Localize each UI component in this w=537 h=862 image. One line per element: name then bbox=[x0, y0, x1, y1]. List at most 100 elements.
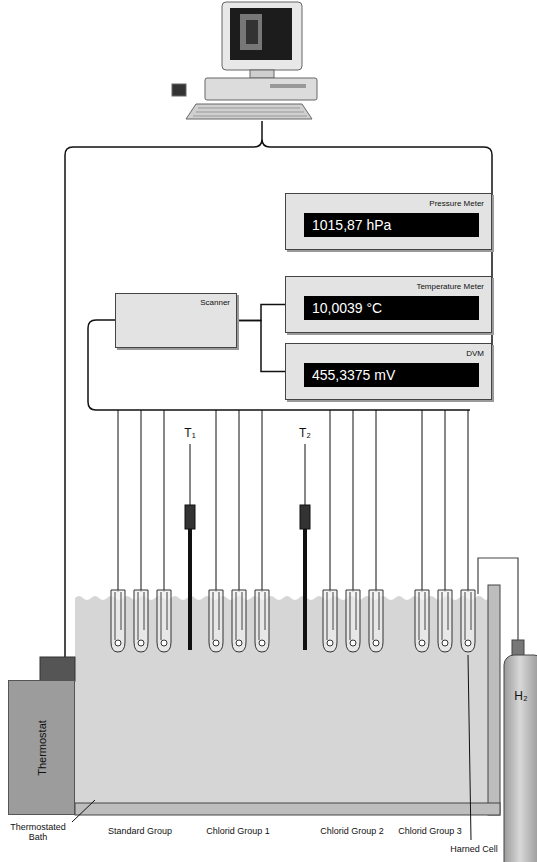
cell-wire bbox=[141, 410, 142, 592]
illustration-part bbox=[246, 20, 258, 44]
cell-tube bbox=[157, 590, 171, 652]
leader-line bbox=[72, 655, 471, 840]
illustration-part bbox=[270, 84, 306, 88]
device-title: Temperature Meter bbox=[286, 277, 491, 291]
illustration-part bbox=[504, 655, 537, 862]
cell-tube bbox=[111, 590, 125, 652]
gas-cylinder bbox=[478, 558, 537, 862]
device-title: DVM bbox=[286, 344, 491, 358]
electrode-tip bbox=[115, 640, 121, 646]
cell-tube bbox=[415, 590, 429, 652]
electrode-tip bbox=[350, 640, 356, 646]
electrode bbox=[161, 592, 167, 640]
sensor-label: T₁ bbox=[184, 427, 195, 441]
cell-tube bbox=[209, 590, 223, 652]
thermostat-cap bbox=[40, 657, 75, 681]
gas-label: H₂ bbox=[514, 690, 527, 704]
dvm-box: DVM 455,3375 mV bbox=[285, 343, 492, 400]
display-value: 1015,87 hPa bbox=[304, 213, 479, 237]
electrode bbox=[442, 592, 448, 640]
cell-tube bbox=[134, 590, 148, 652]
cell-tube bbox=[232, 590, 246, 652]
illustration-part bbox=[240, 14, 262, 50]
electrode bbox=[115, 592, 121, 640]
computer bbox=[172, 2, 317, 119]
cell-tube bbox=[438, 590, 452, 652]
cell-tube bbox=[346, 590, 360, 652]
signal-wire bbox=[65, 121, 492, 657]
electrode bbox=[465, 592, 471, 640]
illustration-part bbox=[186, 104, 312, 119]
cell-wire bbox=[353, 410, 354, 592]
electrode-tip bbox=[327, 640, 333, 646]
cell-tube bbox=[461, 590, 475, 652]
thermostat-box: Thermostat bbox=[8, 680, 75, 815]
temperature-meter: Temperature Meter 10,0039 °C bbox=[285, 276, 492, 333]
electrode bbox=[327, 592, 333, 640]
cell-wire bbox=[422, 410, 423, 592]
cell-wire bbox=[262, 410, 263, 592]
temperature-probe bbox=[188, 529, 192, 650]
display-value: 455,3375 mV bbox=[304, 363, 479, 387]
illustration-part bbox=[478, 558, 518, 642]
cell-wire bbox=[376, 410, 377, 592]
bath-label: Thermostated Bath bbox=[5, 822, 71, 843]
cell-wire bbox=[118, 410, 119, 592]
electrode-tip bbox=[236, 640, 242, 646]
sensor-cable bbox=[190, 444, 191, 505]
electrode-tip bbox=[465, 640, 471, 646]
illustration-part bbox=[222, 2, 302, 70]
electrode-tip bbox=[373, 640, 379, 646]
cell-wire bbox=[468, 410, 469, 592]
sensor-cable bbox=[305, 444, 306, 505]
electrode-tip bbox=[161, 640, 167, 646]
bath bbox=[75, 585, 500, 815]
electrode-tip bbox=[419, 640, 425, 646]
electrode bbox=[213, 592, 219, 640]
electrode bbox=[373, 592, 379, 640]
cell-wire bbox=[164, 410, 165, 592]
signal-wire bbox=[237, 305, 285, 321]
signal-wire bbox=[237, 321, 285, 372]
cell-wire bbox=[216, 410, 217, 592]
device-title: Pressure Meter bbox=[286, 194, 491, 208]
cell-tube bbox=[369, 590, 383, 652]
electrode bbox=[419, 592, 425, 640]
device-title: Thermostat bbox=[35, 720, 47, 776]
group-label: Standard Group bbox=[108, 826, 172, 836]
group-label: Chlorid Group 1 bbox=[206, 826, 270, 836]
sensor-label: T₂ bbox=[299, 427, 311, 441]
cell-tube bbox=[323, 590, 337, 652]
cell-wire bbox=[330, 410, 331, 592]
harned-cells bbox=[111, 410, 475, 652]
cell-tube bbox=[255, 590, 269, 652]
cell-label: Harned Cell bbox=[450, 844, 498, 854]
electrode bbox=[350, 592, 356, 640]
temperature-probe bbox=[303, 529, 307, 650]
sensor-head bbox=[300, 505, 310, 529]
illustration-part bbox=[230, 8, 292, 60]
illustration-part bbox=[250, 70, 274, 78]
illustration-part bbox=[512, 640, 524, 656]
pressure-meter: Pressure Meter 1015,87 hPa bbox=[285, 193, 492, 250]
electrode bbox=[236, 592, 242, 640]
illustration-part bbox=[205, 78, 317, 100]
electrode-tip bbox=[138, 640, 144, 646]
illustration-part bbox=[172, 84, 186, 96]
cell-wire bbox=[445, 410, 446, 592]
illustration-part bbox=[488, 585, 500, 815]
electrode-tip bbox=[259, 640, 265, 646]
sensor-head bbox=[185, 505, 195, 529]
cell-wire bbox=[239, 410, 240, 592]
group-label: Chlorid Group 2 bbox=[320, 826, 384, 836]
group-label: Chlorid Group 3 bbox=[398, 826, 462, 836]
display-value: 10,0039 °C bbox=[304, 296, 479, 320]
illustration-part bbox=[193, 108, 307, 116]
electrode-tip bbox=[213, 640, 219, 646]
device-title: Scanner bbox=[116, 294, 236, 307]
electrode-tip bbox=[442, 640, 448, 646]
electrode bbox=[138, 592, 144, 640]
